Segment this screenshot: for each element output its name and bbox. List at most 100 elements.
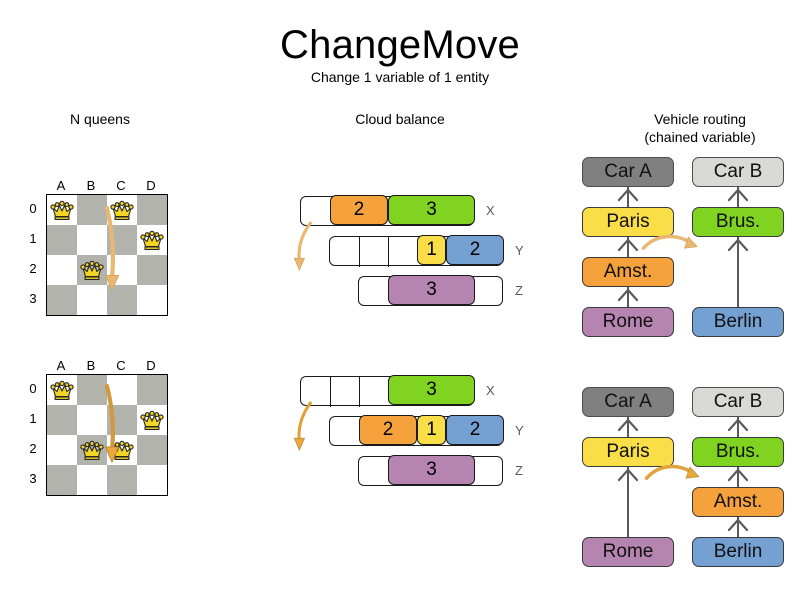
cloud-process-orange[interactable]: 2 [359,415,417,446]
chess-cell-d3[interactable] [137,465,167,495]
board-rank-label-1: 1 [29,411,37,426]
chess-cell-d1[interactable] [137,225,167,255]
cloud-process-green[interactable]: 3 [388,195,475,226]
vrp-node-car-b[interactable]: Car B [692,157,784,187]
chess-cell-b3[interactable] [77,465,107,495]
vrp-node-paris[interactable]: Paris [582,207,674,237]
vrp-arrow-icon [617,288,639,302]
chess-cell-c3[interactable] [107,285,137,315]
chess-cell-a2[interactable] [47,255,77,285]
chess-cell-c2[interactable] [107,435,137,465]
cloud-slot-divider [330,377,331,407]
chess-cell-d2[interactable] [137,435,167,465]
board-rank-label-3: 3 [29,471,37,486]
vrp-node-berlin[interactable]: Berlin [692,537,784,567]
chess-cell-b3[interactable] [77,285,107,315]
chess-cell-c2[interactable] [107,255,137,285]
chess-cell-a0[interactable] [47,195,77,225]
vrp-chain-link [736,237,740,307]
chess-cell-c0[interactable] [107,195,137,225]
vrp-arrow-icon [727,188,749,202]
vrp-chain-link [736,517,740,537]
section-heading-nqueens: N queens [70,111,130,127]
chess-cell-a2[interactable] [47,435,77,465]
cloud-process-yellow[interactable]: 1 [417,235,446,266]
chess-cell-b2[interactable] [77,255,107,285]
chess-cell-b0[interactable] [77,195,107,225]
board-file-label-c: C [116,358,126,373]
cloud-computer-label-y: Y [515,423,524,438]
cloud-computer-bar-z[interactable]: 3 [358,275,503,306]
vrp-node-rome[interactable]: Rome [582,537,674,567]
vrp-chain-link [736,187,740,207]
chess-cell-b2[interactable] [77,435,107,465]
chess-cell-d0[interactable] [137,195,167,225]
vrp-chain-link [736,417,740,437]
vrp-node-paris[interactable]: Paris [582,437,674,467]
chess-cell-c1[interactable] [107,405,137,435]
vrp-node-amst[interactable]: Amst. [582,257,674,287]
vrp-node-brus[interactable]: Brus. [692,207,784,237]
vrp-arrow-icon [727,518,749,532]
board-rank-label-1: 1 [29,231,37,246]
chess-cell-b1[interactable] [77,225,107,255]
chessboard-grid[interactable] [46,374,168,496]
vrp-chain-link [626,187,630,207]
cloud-computer-bar-x[interactable]: 3 [300,375,475,407]
chess-cell-b0[interactable] [77,375,107,405]
board-file-label-b: B [86,178,96,193]
vrp-node-car-b[interactable]: Car B [692,387,784,417]
chess-cell-a3[interactable] [47,465,77,495]
vrp-chain-link [626,237,630,257]
chess-cell-c3[interactable] [107,465,137,495]
cloud-process-green[interactable]: 3 [388,375,475,406]
chess-cell-d0[interactable] [137,375,167,405]
chess-cell-d2[interactable] [137,255,167,285]
board-rank-label-2: 2 [29,261,37,276]
vrp-arrow-icon [617,468,639,482]
vrp-node-brus[interactable]: Brus. [692,437,784,467]
cloud-computer-bar-z[interactable]: 3 [358,455,503,486]
board-rank-label-2: 2 [29,441,37,456]
cloud-computer-label-x: X [486,203,495,218]
chess-cell-a1[interactable] [47,225,77,255]
cloud-process-orange[interactable]: 2 [330,195,388,226]
cloud-computer-label-y: Y [515,243,524,258]
chess-cell-b1[interactable] [77,405,107,435]
vrp-arrow-icon [727,238,749,252]
chess-cell-a1[interactable] [47,405,77,435]
cloud-process-purple[interactable]: 3 [388,275,475,306]
cloud-process-blue[interactable]: 2 [446,415,504,446]
cloud-computer-label-x: X [486,383,495,398]
cloud-process-purple[interactable]: 3 [388,455,475,486]
vrp-node-berlin[interactable]: Berlin [692,307,784,337]
page-title: ChangeMove [280,23,520,67]
cloud-process-blue[interactable]: 2 [446,235,504,266]
chessboard-grid[interactable] [46,194,168,316]
chess-cell-a0[interactable] [47,375,77,405]
vrp-node-rome[interactable]: Rome [582,307,674,337]
cloud-process-yellow[interactable]: 1 [417,415,446,446]
vrp-node-car-a[interactable]: Car A [582,157,674,187]
vrp-node-car-a[interactable]: Car A [582,387,674,417]
cloud-computer-label-z: Z [515,463,523,478]
chess-cell-c1[interactable] [107,225,137,255]
chess-cell-c0[interactable] [107,375,137,405]
vrp-node-amst[interactable]: Amst. [692,487,784,517]
chess-cell-a3[interactable] [47,285,77,315]
section-heading-cloud-balance: Cloud balance [355,111,445,127]
chess-cell-d1[interactable] [137,405,167,435]
chess-cell-d3[interactable] [137,285,167,315]
vrp-chain-link [626,287,630,307]
